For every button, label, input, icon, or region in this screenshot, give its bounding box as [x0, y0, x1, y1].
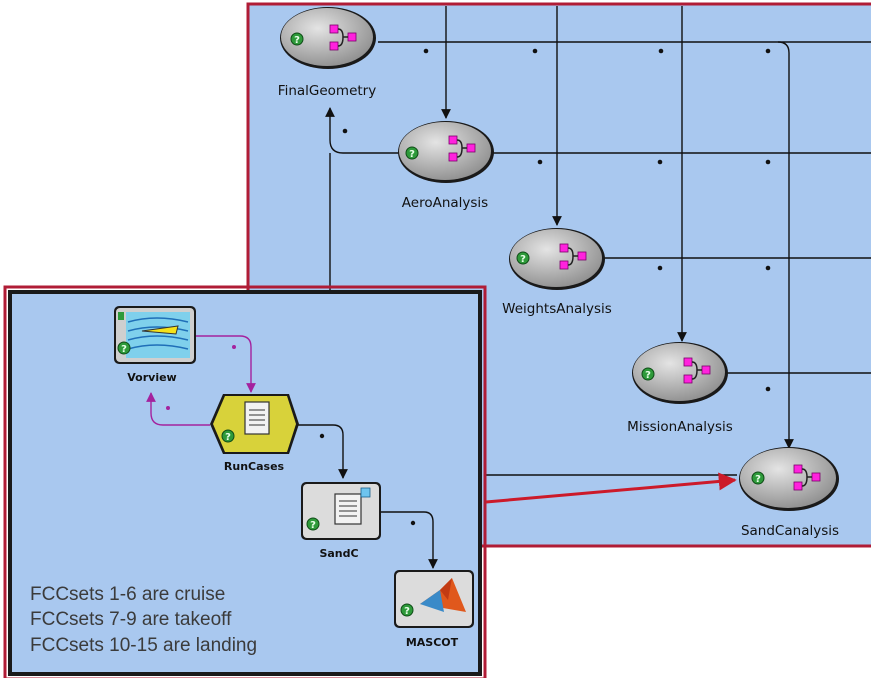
- node-label-mascot: MASCOT: [406, 636, 459, 649]
- inner-panel-frame: [3, 285, 487, 678]
- wire-runcases-to-sandc: [296, 424, 348, 479]
- node-label-aero-analysis: AeroAnalysis: [402, 195, 488, 211]
- wire-sandc-to-mascot: [378, 511, 438, 569]
- node-label-mission-analysis: MissionAnalysis: [627, 419, 733, 435]
- node-label-final-geometry: FinalGeometry: [278, 83, 376, 99]
- node-label-vorview: Vorview: [127, 371, 176, 384]
- node-label-sandc: SandC: [319, 547, 358, 560]
- wing-icon: [127, 317, 189, 350]
- wire-vorview-to-runcases: [194, 335, 256, 393]
- document-icon: [334, 487, 371, 525]
- node-aero-analysis[interactable]: [398, 121, 494, 183]
- outer-dots: [342, 48, 771, 392]
- node-mascot[interactable]: [394, 570, 474, 628]
- wire-runcases-to-vorview: [146, 392, 210, 426]
- wire-aero-to-final: [325, 107, 400, 154]
- inner-dots: [166, 345, 416, 526]
- node-mission-analysis[interactable]: [632, 342, 728, 404]
- document-icon: [244, 401, 270, 435]
- note-line-2: FCCsets 7-9 are takeoff: [30, 609, 232, 630]
- node-runcases[interactable]: [210, 394, 299, 454]
- note-line-1: FCCsets 1-6 are cruise: [30, 584, 225, 605]
- node-label-weights-analysis: WeightsAnalysis: [502, 301, 612, 317]
- node-vorview[interactable]: [114, 306, 196, 364]
- zoom-arrow: [485, 472, 737, 504]
- node-label-runcases: RunCases: [224, 460, 285, 473]
- outer-wires: [325, 6, 871, 476]
- wire-final-drop: [777, 41, 794, 449]
- inner-wires: [146, 335, 438, 569]
- node-sandc[interactable]: [301, 482, 381, 540]
- node-final-geometry[interactable]: [280, 7, 376, 69]
- note-line-3: FCCsets 10-15 are landing: [30, 635, 257, 656]
- node-sandc-analysis[interactable]: [739, 447, 839, 511]
- node-label-sandc-analysis: SandCanalysis: [741, 523, 839, 539]
- node-weights-analysis[interactable]: [509, 228, 605, 290]
- matlab-icon: [420, 578, 466, 612]
